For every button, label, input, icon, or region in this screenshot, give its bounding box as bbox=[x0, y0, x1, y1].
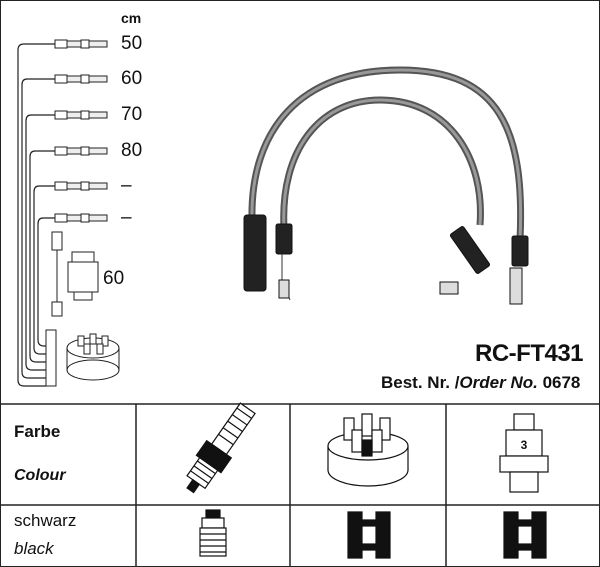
spark-plug-icon bbox=[186, 402, 256, 494]
model-number: RC-FT431 bbox=[475, 340, 584, 367]
length-label-3: 70 bbox=[121, 104, 143, 125]
coil-lead bbox=[51, 231, 99, 317]
colour-header-en: Colour bbox=[14, 467, 66, 484]
length-label-5: – bbox=[121, 175, 132, 196]
unit-label: cm bbox=[121, 10, 142, 26]
colour-value-en: black bbox=[14, 539, 54, 558]
order-label: Order No. bbox=[459, 373, 538, 392]
ignition-coil-icon: 3 bbox=[499, 413, 549, 493]
length-label-2: 60 bbox=[121, 68, 143, 89]
order-prefix: Best. Nr. / bbox=[381, 373, 460, 392]
colour-value-de: schwarz bbox=[14, 511, 77, 530]
cable-connectors bbox=[54, 39, 108, 223]
plug-boot-icon bbox=[199, 509, 227, 557]
distributor-cap-icon bbox=[327, 413, 409, 487]
long-cables bbox=[248, 66, 525, 241]
colour-header-de: Farbe bbox=[14, 422, 61, 441]
coil-length-label: 60 bbox=[103, 268, 125, 289]
length-label-6: – bbox=[121, 207, 132, 228]
order-number: 0678 bbox=[542, 373, 581, 392]
distributor-cap-small bbox=[45, 329, 120, 387]
length-label-1: 50 bbox=[121, 33, 143, 54]
cap-terminal-icon bbox=[347, 511, 391, 559]
length-label-4: 80 bbox=[121, 140, 143, 161]
cable-bundle bbox=[17, 43, 55, 387]
order-line: Best. Nr. /Order No. 0678 bbox=[381, 373, 580, 393]
coil-terminal-icon bbox=[503, 511, 547, 559]
svg-text:3: 3 bbox=[521, 438, 528, 452]
cable-boots bbox=[243, 214, 529, 305]
